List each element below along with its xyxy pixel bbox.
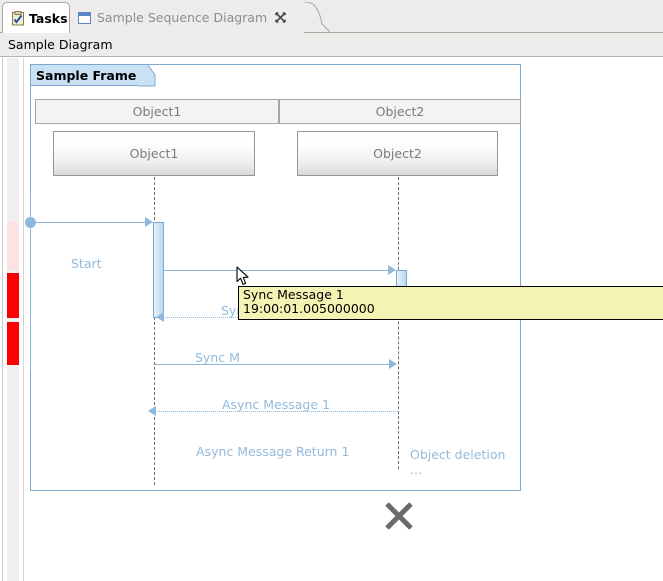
object-header-2[interactable]: Object2 [279,99,521,124]
object-deletion-label-line2: ... [410,462,422,477]
message-line-async-message-return-1[interactable] [155,411,398,412]
message-label-start: Start [71,256,102,271]
tab-tasks-label: Tasks [29,10,68,26]
found-message-dot [25,217,36,228]
tab-tasks[interactable]: Tasks [2,2,70,33]
message-arrowhead-sync-message-1 [388,265,396,275]
page-title: Sample Diagram [8,37,113,52]
frame-tab-corner [138,64,156,87]
object-header-1[interactable]: Object1 [35,99,279,124]
message-line-start[interactable] [30,222,148,223]
tooltip-timestamp: 19:00:01.005000000 [243,301,375,316]
message-line-sync-message-1[interactable] [163,270,391,271]
interaction-frame[interactable] [30,64,521,491]
bookmark-marker-red-1[interactable] [7,273,19,318]
tab-sample-sequence-diagram-label: Sample Sequence Diagram [97,10,268,25]
editor-window-icon [78,11,91,24]
found-message-origin-line [30,192,31,372]
lifeline-head-object2[interactable]: Object2 [297,131,498,176]
tooltip-title: Sync Message 1 [243,287,344,302]
diagram-title-bar: Sample Diagram [0,33,663,57]
object-header-1-label: Object1 [132,104,182,119]
bookmark-marker-red-2[interactable] [7,322,19,365]
message-label-async-message-return-1: Async Message Return 1 [196,444,350,459]
bookmark-marker-pink[interactable] [7,222,19,270]
tasks-clipboard-icon [11,10,25,26]
gutter-track [7,58,19,581]
close-x-icon[interactable] [275,12,286,23]
message-arrowhead-async-message-return-1 [148,406,156,416]
message-line-async-message-1[interactable] [155,364,391,365]
frame-label: Sample Frame [36,68,137,83]
gutter-rule-right [23,58,24,581]
gutter-rule-left [2,58,3,581]
object-deletion-label-line1: Object deletion [410,447,506,462]
tab-strip-curve [296,2,330,33]
deletion-x-icon[interactable] [384,501,414,534]
lifeline-object1 [154,177,155,485]
lifeline-head-object1-label: Object1 [129,146,179,161]
sequence-diagram-canvas[interactable]: Sample Frame Object1 Object2 Object1 Obj… [0,58,663,581]
object-header-2-label: Object2 [375,104,425,119]
message-arrowhead-start [145,217,153,227]
message-arrowhead-sync-message-return-1 [156,312,164,322]
message-tooltip: Sync Message 1 19:00:01.005000000 [238,286,663,320]
message-label-sync-message-return-1: Sync M [195,350,240,365]
lifeline-head-object1[interactable]: Object1 [53,131,255,176]
lifeline-head-object2-label: Object2 [373,146,422,161]
tab-sample-sequence-diagram[interactable]: Sample Sequence Diagram [70,2,304,33]
lifeline-object2 [398,177,399,469]
editor-tab-strip: Tasks Sample Sequence Diagram [0,0,663,33]
message-arrowhead-async-message-1 [389,359,397,369]
time-marker-gutter[interactable] [0,58,25,581]
message-label-async-message-1: Async Message 1 [222,397,330,412]
